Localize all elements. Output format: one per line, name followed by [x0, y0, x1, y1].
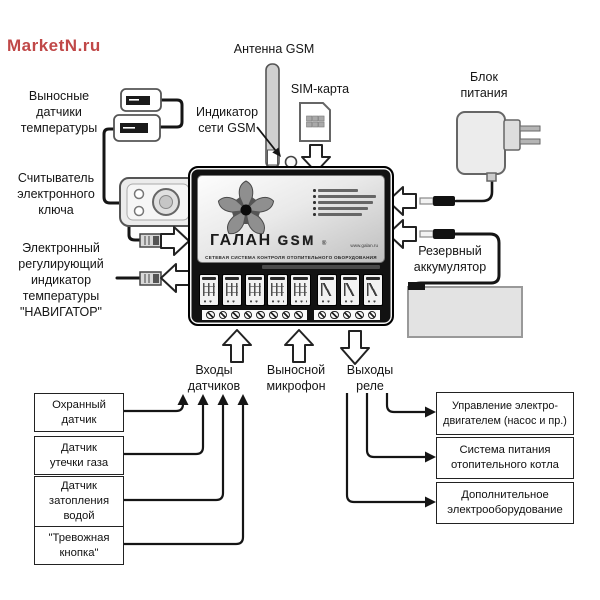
- key-reader-icon: [119, 177, 197, 227]
- label-microphone: Выносной микрофон: [266, 363, 326, 393]
- terminal-card-relay: [317, 274, 338, 306]
- registered-mark: ®: [321, 241, 327, 247]
- screw-terminal-group: [312, 309, 381, 321]
- arrow-out-of-device-icon: [160, 263, 190, 293]
- label-remote-temp-sensors: Выносные датчики температуры: [20, 89, 98, 135]
- input-box-flood-sensor: Датчик затопления водой: [34, 476, 124, 527]
- label-sensor-inputs: Входы датчиков: [187, 363, 241, 393]
- device-tagline: СЕТЕВАЯ СИСТЕМА КОНТРОЛЯ ОТОПИТЕЛЬНОГО О…: [205, 255, 377, 260]
- microphone-arrow-icon: [284, 329, 314, 363]
- arrow-power-in-icon: [387, 186, 417, 216]
- temp-sensor-icon: [113, 88, 162, 142]
- terminal-card: [199, 274, 220, 306]
- feature-bullet-list: [313, 189, 377, 219]
- input-box-security-sensor: Охранный датчик: [34, 393, 124, 432]
- output-arrowheads: [425, 406, 436, 508]
- terminal-card: [267, 274, 288, 306]
- brand-gsm: GSM: [277, 233, 316, 248]
- label-key-reader: Считыватель электронного ключа: [17, 171, 95, 217]
- label-navigator-indicator: Электронный регулирующий индикатор темпе…: [18, 241, 104, 319]
- screw-terminal-strip: [201, 309, 381, 321]
- output-box-motor-control: Управление электро- двигателем (насос и …: [436, 392, 574, 435]
- output-box-boiler-power: Система питания отопительного котла: [436, 437, 574, 479]
- output-box-extra-equipment: Дополнительное электрооборудование: [436, 482, 574, 524]
- screw-terminal-group: [201, 309, 308, 321]
- input-wires: [122, 403, 245, 546]
- flower-logo-icon: [217, 180, 275, 235]
- input-box-gas-leak-sensor: Датчик утечки газа: [34, 436, 124, 475]
- model-text-strip: [262, 265, 380, 269]
- brand-galan: ГАЛАН: [210, 232, 272, 249]
- brand-lockup: ГАЛАН GSM ®: [210, 232, 326, 250]
- device-front-panel: ГАЛАН GSM ® www.galan.ru СЕТЕВАЯ СИСТЕМА…: [197, 175, 385, 263]
- power-adapter-icon: [456, 111, 541, 182]
- label-antenna: Антенна GSM: [233, 42, 315, 56]
- output-wires: [345, 393, 426, 504]
- terminal-card-relay: [339, 274, 361, 306]
- label-sim-card: SIM-карта: [290, 82, 350, 96]
- terminal-card: [244, 274, 265, 306]
- relay-outputs-arrow-icon: [340, 330, 370, 365]
- galan-gsm-controller: ГАЛАН GSM ® www.galan.ru СЕТЕВАЯ СИСТЕМА…: [188, 166, 394, 326]
- sim-insert-arrow-icon: [301, 144, 331, 173]
- pointer-arrow: [256, 126, 281, 157]
- sim-card-icon: [299, 102, 331, 142]
- dc-plug-icon: [419, 196, 455, 239]
- rj-connector-icon: [139, 233, 162, 286]
- input-arrowheads: [177, 394, 249, 405]
- sensor-inputs-arrow-icon: [222, 329, 252, 363]
- label-backup-battery: Резервный аккумулятор: [413, 244, 487, 274]
- label-power-supply: Блок питания: [460, 70, 508, 100]
- terminal-card: [290, 274, 311, 306]
- arrow-battery-in-icon: [387, 219, 417, 249]
- arrow-into-device-icon: [160, 226, 190, 256]
- label-gsm-indicator: Индикатор сети GSM: [195, 105, 259, 135]
- terminal-row: [199, 274, 383, 306]
- watermark-logo: MarketN.ru: [7, 36, 101, 55]
- terminal-card: [221, 274, 243, 306]
- label-relay-outputs: Выходы реле: [346, 363, 394, 393]
- terminal-card-relay: [362, 274, 383, 306]
- input-box-panic-button: "Тревожная кнопка": [34, 526, 124, 565]
- battery-icon: [407, 282, 523, 338]
- device-website: www.galan.ru: [350, 243, 378, 248]
